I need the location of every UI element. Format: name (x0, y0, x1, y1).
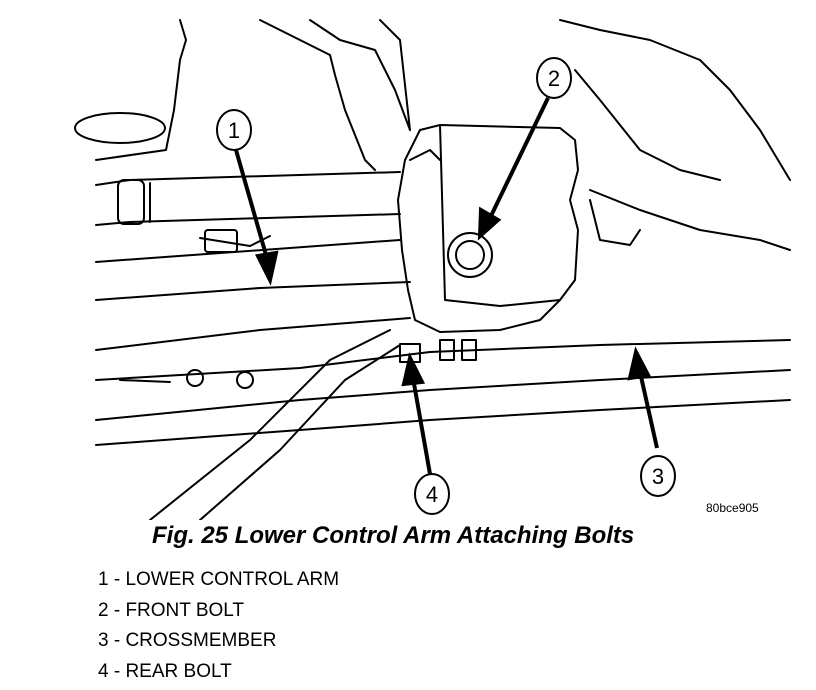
arrow-2 (477, 206, 502, 241)
control-arm-lower-edge (95, 317, 411, 351)
callout-2-number: 2 (548, 66, 560, 91)
shaft-lower-edge (95, 213, 401, 226)
upper-mount (379, 19, 411, 131)
image-reference-code: 80bce905 (706, 501, 759, 515)
brake-line-fitting (204, 229, 238, 253)
right-body-outline (559, 19, 791, 181)
legend-item: 3 - CROSSMEMBER (98, 630, 277, 651)
callout-4-number: 4 (426, 482, 438, 507)
crossmember-slot (119, 379, 171, 383)
bracket-housing-outline (397, 124, 579, 333)
right-fitting (589, 199, 641, 246)
bracket-housing-inner (439, 124, 561, 307)
leader-1 (234, 149, 270, 263)
leader-3 (638, 371, 659, 449)
spring-seat (74, 112, 166, 144)
crossmember-hole-1 (186, 369, 204, 387)
callout-1-number: 1 (228, 118, 240, 143)
figure-caption: Fig. 25 Lower Control Arm Attaching Bolt… (152, 522, 635, 549)
leader-2 (488, 97, 550, 219)
shaft-upper-edge (95, 171, 401, 186)
front-bolt-inner (455, 240, 485, 270)
callout-1-circle (216, 109, 252, 151)
legend-item: 4 - REAR BOLT (98, 660, 232, 682)
crossmember-hole-2 (236, 371, 254, 389)
upper-bracket (259, 19, 376, 171)
crossmember-upper-edge (95, 339, 791, 381)
front-bolt-head (447, 232, 493, 278)
bracket-flange (409, 149, 441, 161)
right-body-inner (574, 69, 721, 181)
arrow-3 (627, 346, 652, 381)
callout-2-circle (536, 57, 572, 99)
legend-list: 1 - LOWER CONTROL ARM 2 - FRONT BOLT 3 -… (98, 565, 339, 687)
pipe-upper (149, 329, 391, 520)
upper-bracket-inner (309, 19, 411, 131)
line-drawing-illustration: 1 2 3 4 (74, 19, 791, 520)
arrow-4 (401, 352, 426, 387)
body-panel-outline (95, 19, 187, 161)
callout-3-circle (640, 455, 676, 497)
rear-bolt-tab-1 (439, 339, 455, 361)
legend-item: 1 - LOWER CONTROL ARM (98, 569, 340, 590)
leader-4 (411, 377, 432, 475)
callout-3-number: 3 (652, 464, 664, 489)
control-arm-upper-edge (95, 281, 411, 301)
pipe-lower (199, 344, 401, 520)
shaft-end-fitting (117, 179, 145, 225)
crossmember-bottom (95, 399, 791, 446)
legend-item: 2 - FRONT BOLT (98, 599, 245, 621)
rear-bolt-tab-2 (461, 339, 477, 361)
arrow-1 (255, 250, 279, 286)
control-arm-top-rib (95, 239, 401, 263)
callout-4-circle (414, 473, 450, 515)
right-panel-lower (589, 189, 791, 251)
crossmember-lower-edge (95, 369, 791, 421)
